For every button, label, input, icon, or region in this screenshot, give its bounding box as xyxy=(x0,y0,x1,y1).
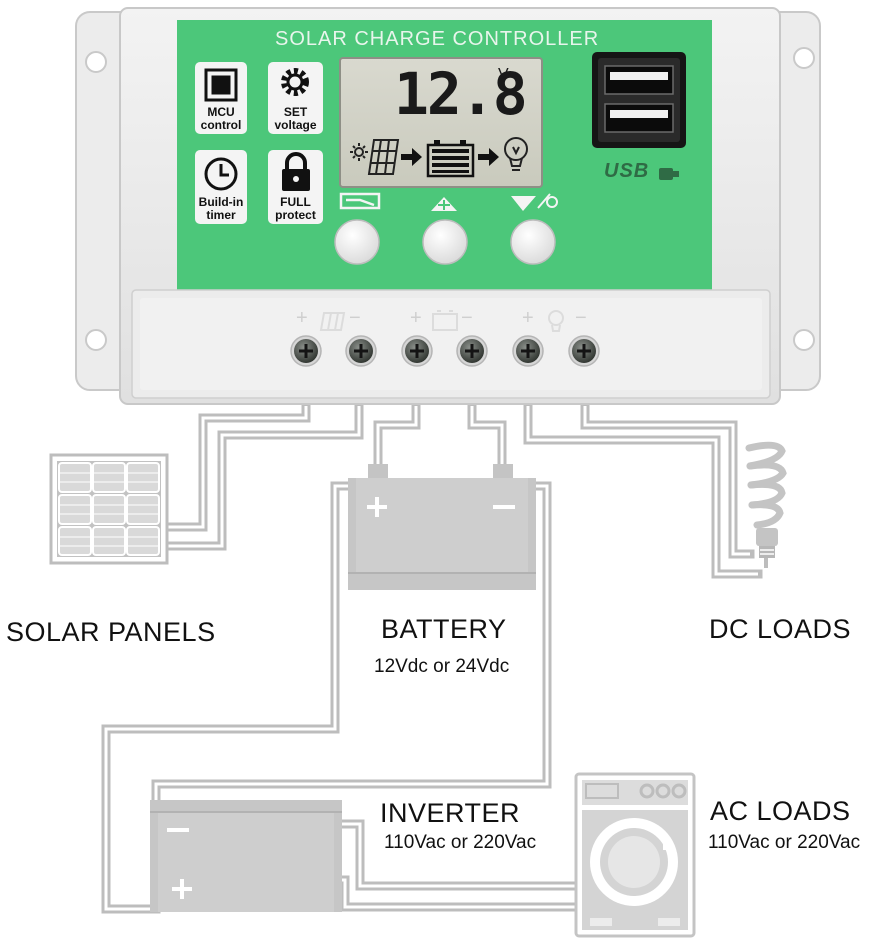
menu-button[interactable] xyxy=(334,219,380,265)
inverter-illustration xyxy=(150,800,342,912)
terminal-plus-sign: + xyxy=(410,307,422,329)
feature-protect-line2: protect xyxy=(275,208,316,222)
lcd-display xyxy=(339,57,543,188)
battery-sublabel: 12Vdc or 24Vdc xyxy=(374,656,510,677)
feature-tile-mcu xyxy=(195,62,247,134)
flow-arrow-icon xyxy=(401,148,422,166)
usb-label: USB xyxy=(604,160,650,182)
up-button[interactable] xyxy=(422,219,468,265)
terminal-plus-sign: + xyxy=(296,307,308,329)
mcu-chip-icon xyxy=(204,68,238,102)
dc-loads-label: DC LOADS xyxy=(709,614,852,644)
terminal-screw[interactable] xyxy=(345,335,377,367)
feature-set-line2: voltage xyxy=(274,118,317,132)
mount-hole xyxy=(85,329,107,351)
solar-panels-label: SOLAR PANELS xyxy=(6,617,216,647)
terminal-screw[interactable] xyxy=(290,335,322,367)
lcd-bulb-icon xyxy=(504,137,528,171)
cfl-bulb-illustration xyxy=(745,441,787,568)
feature-tile-timer xyxy=(195,150,247,224)
terminal-minus-sign: − xyxy=(575,307,587,329)
terminal-screw[interactable] xyxy=(401,335,433,367)
washing-machine-illustration xyxy=(574,772,696,938)
flow-arrow-icon xyxy=(478,148,499,166)
feature-mcu-line2: control xyxy=(200,118,242,132)
ac-loads-label: AC LOADS xyxy=(710,796,851,826)
voltage-readout: 12.8 xyxy=(394,60,528,128)
gear-icon xyxy=(281,68,309,96)
down-bulb-icon xyxy=(511,193,558,211)
mount-hole xyxy=(85,51,107,73)
padlock-icon xyxy=(282,152,310,191)
feature-mcu-line1: MCU xyxy=(207,105,235,119)
usb-port-block xyxy=(592,52,686,148)
menu-icon xyxy=(339,192,381,210)
solar-panel-illustration xyxy=(49,453,169,565)
terminal-bulb-icon xyxy=(548,310,564,332)
feature-set-line1: SET xyxy=(283,105,308,119)
mount-hole xyxy=(793,329,815,351)
terminal-minus-sign: − xyxy=(349,307,361,329)
feature-timer-line2: timer xyxy=(206,208,236,222)
lcd-solar-panel-icon xyxy=(367,139,400,175)
solar-sun-icon xyxy=(350,143,368,161)
lcd-battery-icon xyxy=(426,140,475,178)
battery-illustration xyxy=(348,464,536,590)
usb-plug-icon xyxy=(659,168,679,180)
feature-protect-line1: FULL xyxy=(280,195,311,209)
terminal-plus-sign: + xyxy=(522,307,534,329)
controller-title: SOLAR CHARGE CONTROLLER xyxy=(275,28,600,50)
inverter-sublabel: 110Vac or 220Vac xyxy=(384,832,537,853)
terminal-minus-sign: − xyxy=(461,307,473,329)
terminal-screw[interactable] xyxy=(512,335,544,367)
up-arrow-icon xyxy=(431,197,457,211)
feature-tile-protect xyxy=(268,150,323,224)
voltage-unit: V xyxy=(498,66,509,83)
feature-timer-line1: Build-in xyxy=(198,195,244,209)
inverter-label: INVERTER xyxy=(380,798,521,828)
terminal-screw[interactable] xyxy=(568,335,600,367)
terminal-screw[interactable] xyxy=(456,335,488,367)
battery-label: BATTERY xyxy=(381,614,507,644)
mount-hole xyxy=(793,47,815,69)
clock-icon xyxy=(204,157,238,191)
down-button[interactable] xyxy=(510,219,556,265)
terminal-battery-icon xyxy=(432,310,458,331)
ac-loads-sublabel: 110Vac or 220Vac xyxy=(708,832,861,853)
feature-tile-set-voltage xyxy=(268,62,323,134)
terminal-solar-icon xyxy=(319,312,346,331)
